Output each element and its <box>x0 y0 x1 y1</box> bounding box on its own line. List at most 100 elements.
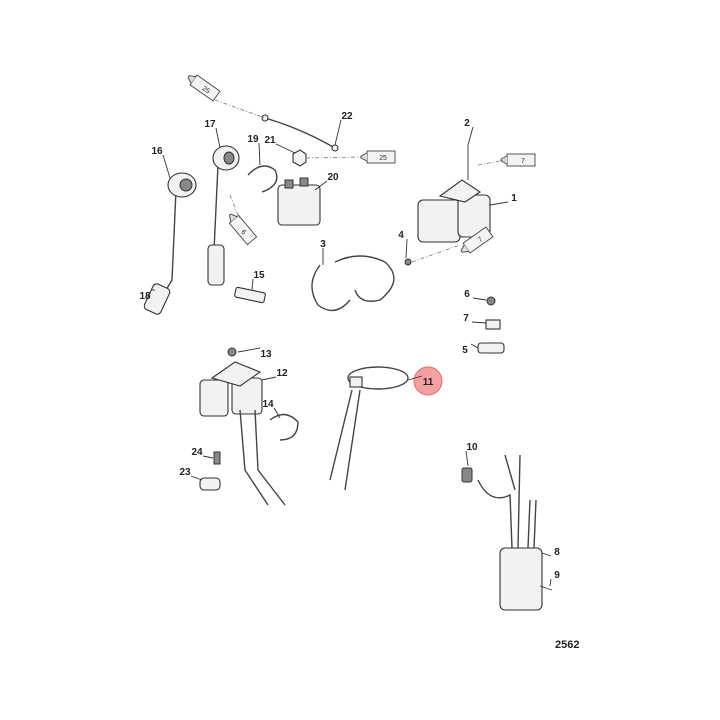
plate-5 <box>477 342 505 354</box>
callout-14[interactable]: 14 <box>262 399 281 419</box>
leader-line <box>407 375 423 381</box>
part-drawings <box>143 114 553 611</box>
leader-line <box>258 142 261 166</box>
callout-number: 5 <box>462 345 468 356</box>
callout-number: 6 <box>464 289 470 300</box>
leader-line <box>549 578 552 587</box>
callout-17[interactable]: 17 <box>204 119 221 149</box>
callout-16[interactable]: 16 <box>151 146 171 179</box>
callout-18[interactable]: 18 <box>139 289 155 302</box>
callout-21[interactable]: 21 <box>264 135 296 154</box>
leader-line <box>541 552 552 557</box>
callout-6[interactable]: 6 <box>464 289 487 301</box>
callout-22[interactable]: 22 <box>334 111 353 146</box>
callout-19[interactable]: 19 <box>247 134 261 166</box>
sensor-15 <box>234 286 266 304</box>
leader-line <box>275 143 296 154</box>
ignition-coil-20 <box>277 177 321 226</box>
callout-number: 13 <box>260 349 272 360</box>
wire-harness-11 <box>329 366 409 491</box>
tube-label: 7 <box>521 158 525 165</box>
callout-number: 19 <box>247 134 259 145</box>
callout-8[interactable]: 8 <box>541 547 560 558</box>
sealant-tube-7: 7 <box>500 153 536 167</box>
screw-10 <box>461 467 473 483</box>
clip-23 <box>199 477 221 491</box>
sealant-tube-6: 6 <box>228 213 258 246</box>
callout-12[interactable]: 12 <box>261 368 288 381</box>
callout-number: 22 <box>341 111 353 122</box>
leader-line <box>190 475 203 481</box>
callout-number: 11 <box>423 377 434 388</box>
tube-label: 6 <box>239 229 247 237</box>
callout-20[interactable]: 20 <box>314 172 339 191</box>
callout-7[interactable]: 7 <box>463 313 487 324</box>
leader-line <box>314 180 328 191</box>
callout-15[interactable]: 15 <box>251 270 265 291</box>
leader-line <box>467 126 474 146</box>
callout-10[interactable]: 10 <box>465 442 478 467</box>
callout-number: 9 <box>554 570 560 581</box>
callout-number: 23 <box>179 467 191 478</box>
leader-line <box>261 376 277 381</box>
callout-number: 20 <box>327 172 339 183</box>
callout-number: 4 <box>398 230 404 241</box>
switch-box-8 <box>477 454 543 611</box>
highlight-circle <box>413 366 443 396</box>
leader-line <box>465 450 469 467</box>
leader-line <box>237 347 261 353</box>
callout-number: 2 <box>464 118 470 129</box>
callout-5[interactable]: 5 <box>462 343 479 356</box>
callout-number: 18 <box>139 291 151 302</box>
callout-23[interactable]: 23 <box>179 467 203 481</box>
leader-line <box>251 278 254 291</box>
callout-number: 24 <box>191 447 203 458</box>
clamp-19 <box>247 165 278 193</box>
ground-wire <box>264 117 336 149</box>
callout-9[interactable]: 9 <box>549 570 560 587</box>
nut-21 <box>292 149 307 167</box>
callout-number: 7 <box>463 313 469 324</box>
sealant-tube-25: 25 <box>360 150 396 164</box>
sealant-tube-25: 25 <box>187 74 221 102</box>
callout-1[interactable]: 1 <box>489 193 517 206</box>
leader-line <box>273 407 281 419</box>
leader-line <box>162 154 171 179</box>
callout-3[interactable]: 3 <box>320 239 326 265</box>
leader-line <box>489 201 509 206</box>
leader-line <box>202 455 214 459</box>
figure-number: 2562 <box>555 639 579 651</box>
callout-number: 8 <box>554 547 560 558</box>
screw-4 <box>404 258 412 266</box>
callout-2[interactable]: 2 <box>464 118 474 146</box>
tube-label: 25 <box>379 155 387 162</box>
leader-line <box>470 343 479 349</box>
callout-number: 10 <box>466 442 478 453</box>
screw-9 <box>539 585 553 591</box>
screw-24 <box>213 451 221 465</box>
screw-13 <box>227 347 237 357</box>
dashed-reference-lines <box>214 99 506 263</box>
washer-7 <box>485 319 501 330</box>
callout-11[interactable]: 11 <box>407 366 443 396</box>
tube-label: 7 <box>477 236 484 244</box>
wire-3 <box>311 255 395 312</box>
callout-number: 1 <box>511 193 517 204</box>
callout-4[interactable]: 4 <box>398 230 408 259</box>
spark-plug-lead-17 <box>207 145 240 286</box>
callout-number: 17 <box>204 119 216 130</box>
callout-13[interactable]: 13 <box>237 347 272 360</box>
callout-number: 14 <box>262 399 274 410</box>
clamp-14 <box>269 413 299 441</box>
leader-line <box>472 297 487 301</box>
coil-assembly-12 <box>199 361 286 506</box>
callout-number: 15 <box>253 270 265 281</box>
callout-number: 21 <box>264 135 276 146</box>
callout-number: 12 <box>276 368 288 379</box>
leader-line <box>471 321 487 324</box>
callout-24[interactable]: 24 <box>191 447 214 459</box>
sealant-tube-7: 7 <box>460 226 494 254</box>
leader-line <box>405 238 408 259</box>
